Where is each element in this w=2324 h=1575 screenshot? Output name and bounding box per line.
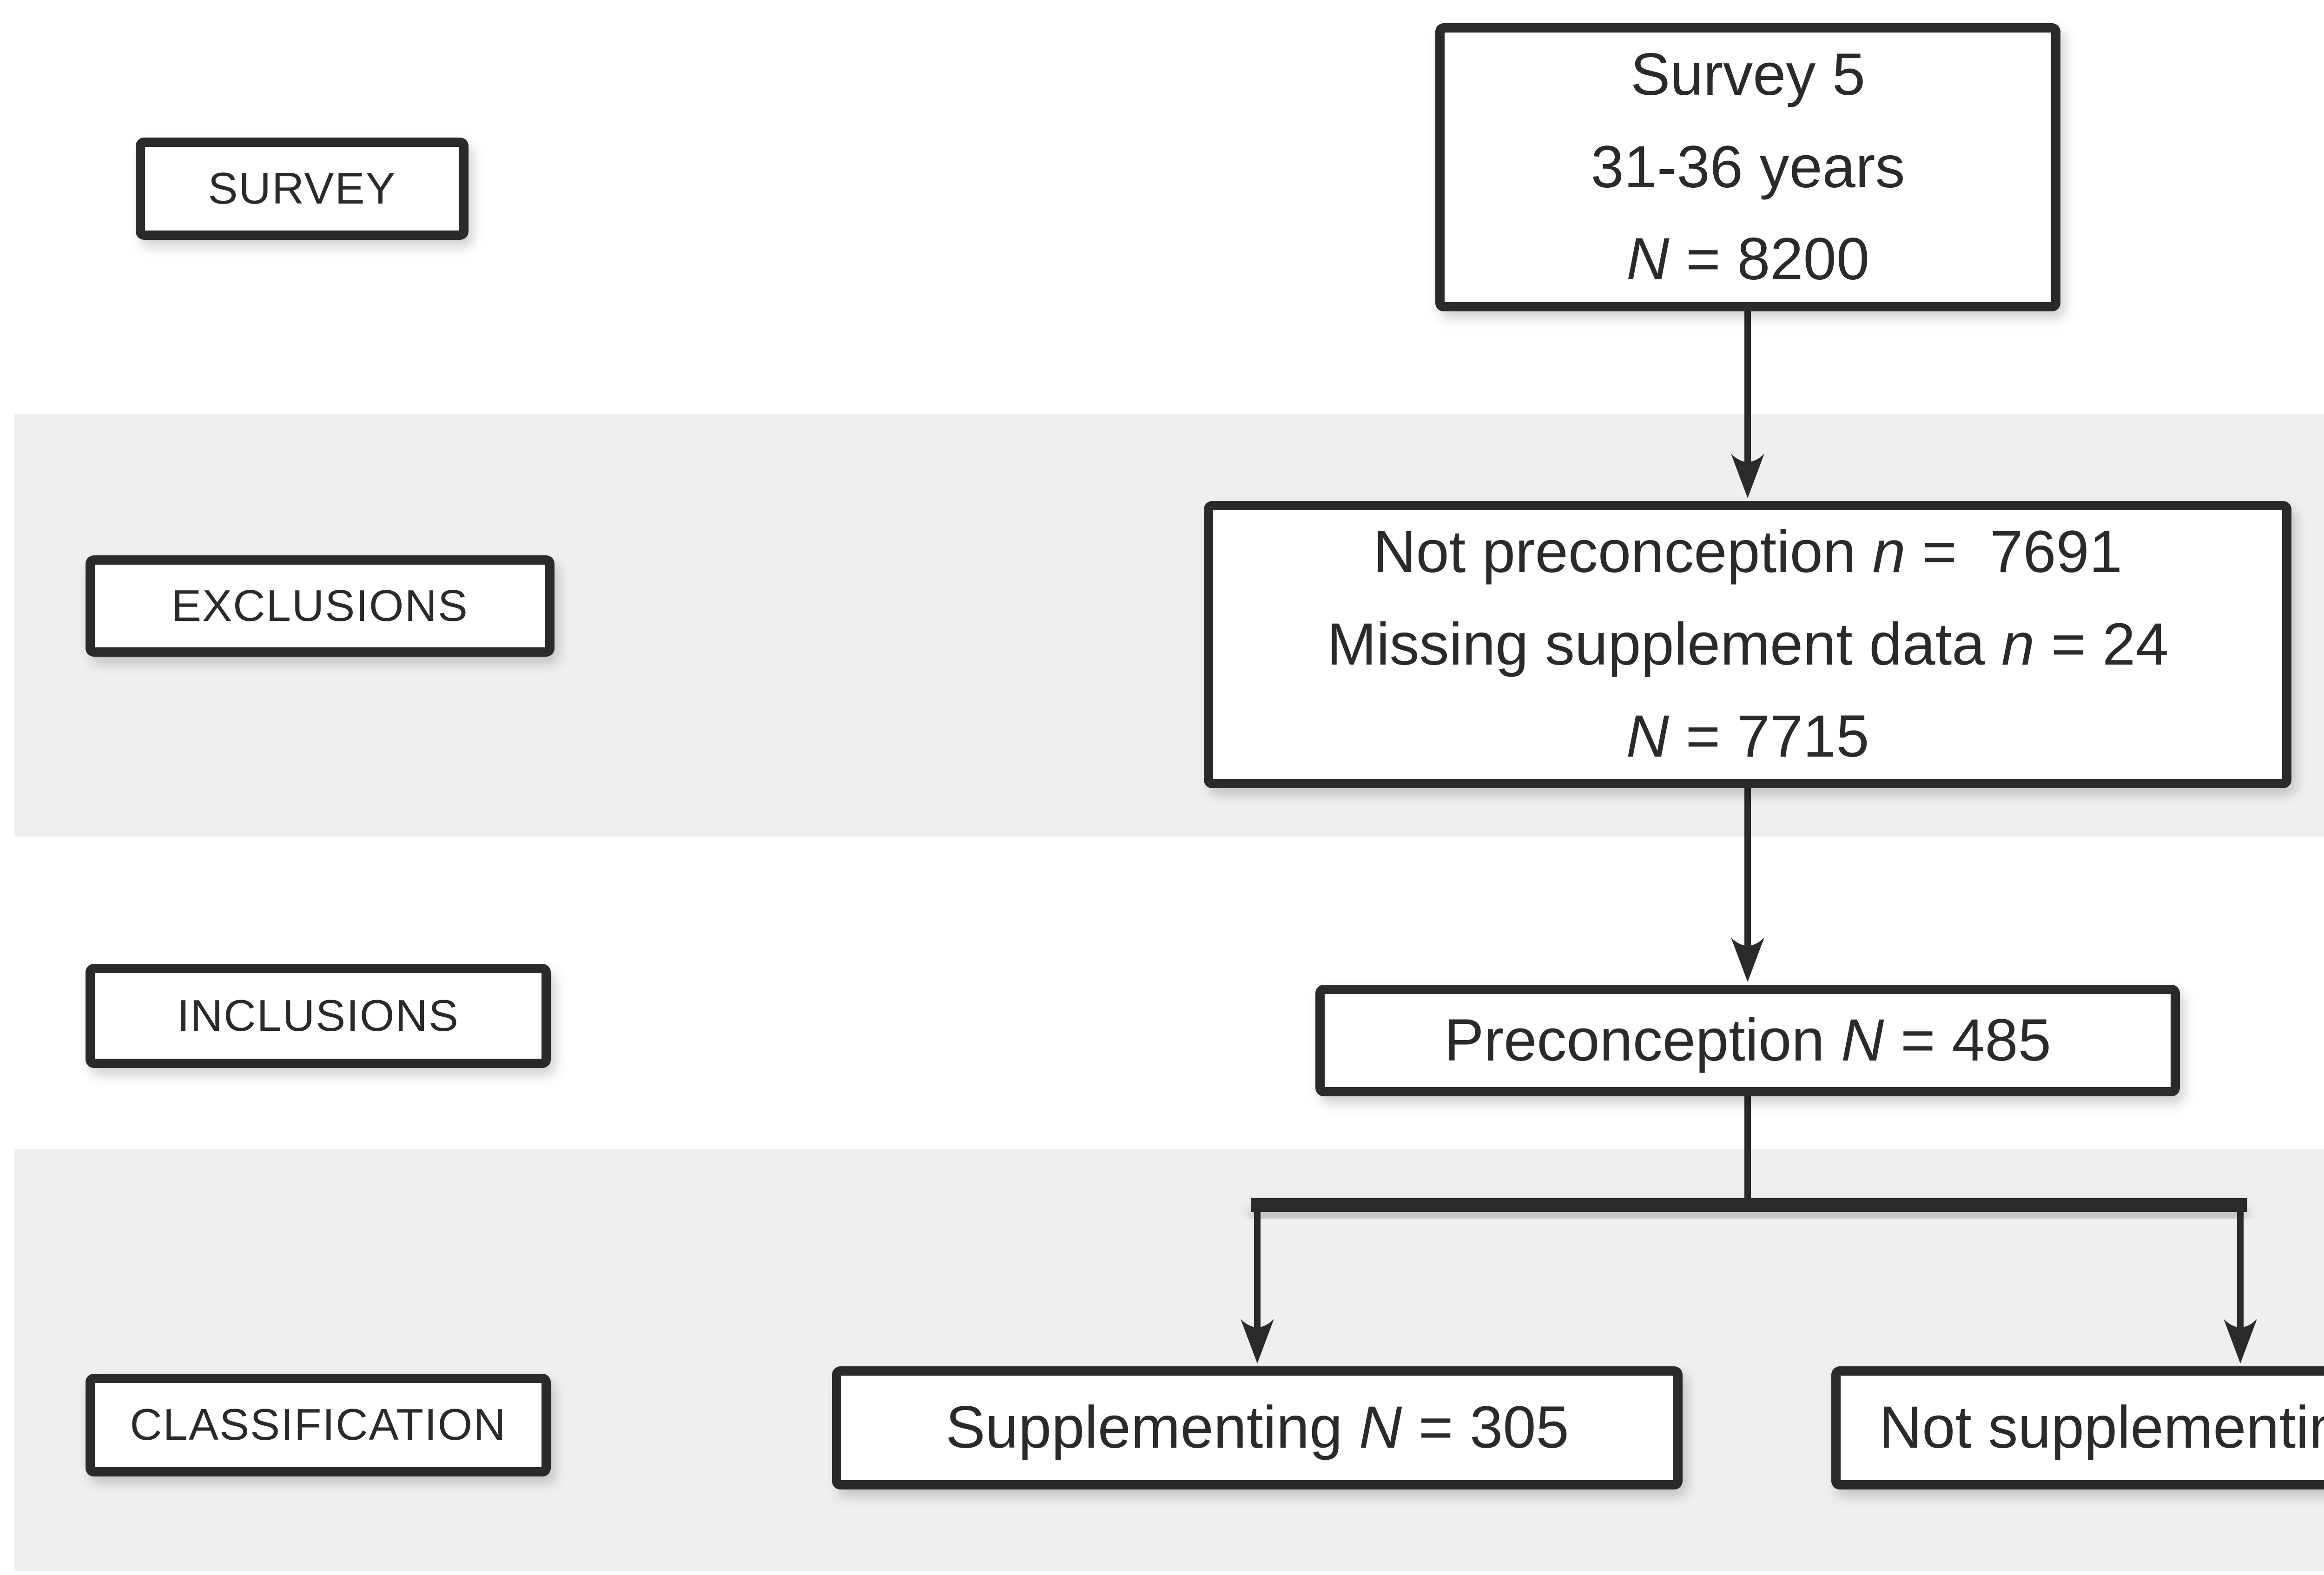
arrow-down-icon [1731,937,1764,982]
exclusions-box: Not preconception n = 7691 Missing suppl… [1204,501,2291,788]
flow-line: Missing supplement data n = 24 [1327,599,2169,691]
not-supplementing-box: Not supplementing N = 180 [1831,1366,2324,1489]
flow-text: Missing supplement data [1327,611,2001,678]
classification-band [14,1149,2324,1571]
stage-label-text: CLASSIFICATION [130,1400,507,1450]
flow-text: Not preconception [1373,519,1873,586]
flow-variable: N [1626,226,1670,293]
flow-text: 31-36 years [1591,133,1905,200]
flow-value: = 485 [1884,1007,2051,1074]
flow-value: = 7691 [1905,519,2122,586]
stage-label-inclusions: INCLUSIONS [86,964,551,1068]
flow-variable: N [1359,1394,1402,1461]
supplementing-box: Supplementing N = 305 [832,1366,1683,1489]
flow-value: = 24 [2034,611,2169,678]
flow-line: Not preconception n = 7691 [1373,506,2122,598]
flow-variable: N [1841,1007,1884,1074]
flow-line: Preconception N = 485 [1444,995,2051,1087]
flow-variable: n [2001,611,2035,678]
flow-line: 31-36 years [1591,121,1905,213]
flow-text: Not supplementing [1879,1394,2324,1461]
flow-text: Preconception [1444,1007,1841,1074]
stage-label-text: SURVEY [208,163,396,213]
flow-line: Supplementing N = 305 [945,1382,1569,1474]
flow-value: = 7715 [1669,703,1869,770]
flow-variable: n [1872,519,1906,586]
flow-text: Supplementing [945,1394,1359,1461]
stage-label-text: EXCLUSIONS [172,580,469,631]
stage-label-exclusions: EXCLUSIONS [86,555,555,657]
flow-value: = 305 [1402,1394,1569,1461]
inclusions-box: Preconception N = 485 [1315,985,2180,1096]
flow-line: N = 7715 [1626,691,1869,783]
flow-value: = 8200 [1669,226,1870,293]
stage-label-survey: SURVEY [136,138,469,240]
flow-variable: N [1626,703,1669,770]
flow-line: Not supplementing N = 180 [1879,1382,2324,1474]
flow-line: N = 8200 [1626,213,1869,305]
flow-text: Survey 5 [1630,41,1866,108]
flow-line: Survey 5 [1631,29,1865,121]
survey-box: Survey 5 31-36 years N = 8200 [1435,23,2060,311]
stage-label-classification: CLASSIFICATION [86,1374,551,1476]
stage-label-text: INCLUSIONS [177,990,459,1041]
